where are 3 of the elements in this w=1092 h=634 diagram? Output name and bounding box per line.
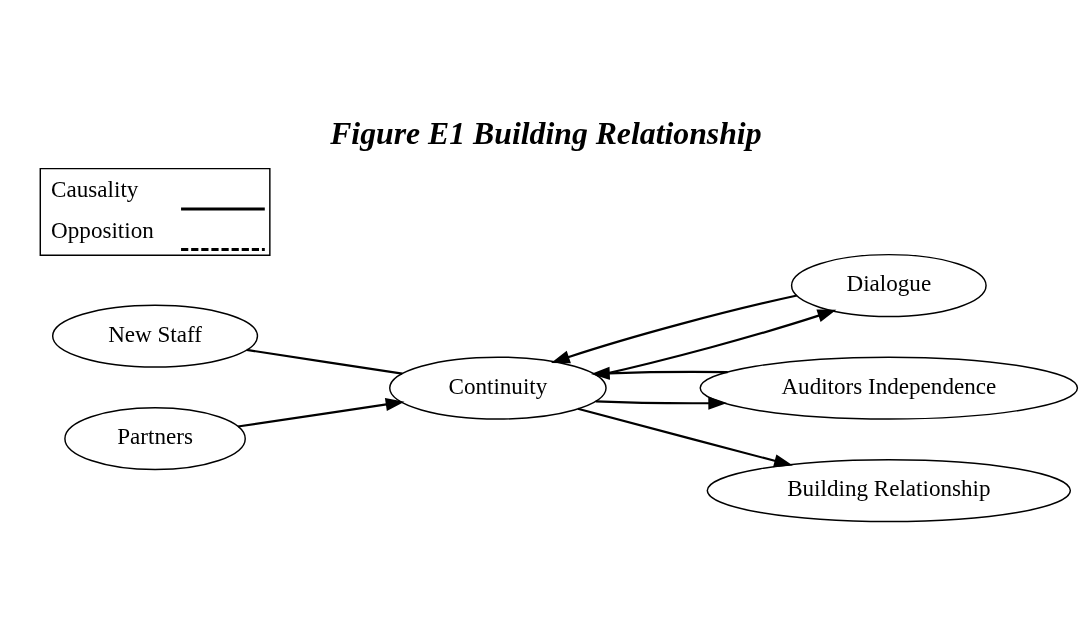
diagram-title: Figure E1 Building Relationship bbox=[330, 115, 762, 151]
legend-label: Causality bbox=[51, 175, 139, 202]
legend-label: Opposition bbox=[51, 216, 154, 243]
